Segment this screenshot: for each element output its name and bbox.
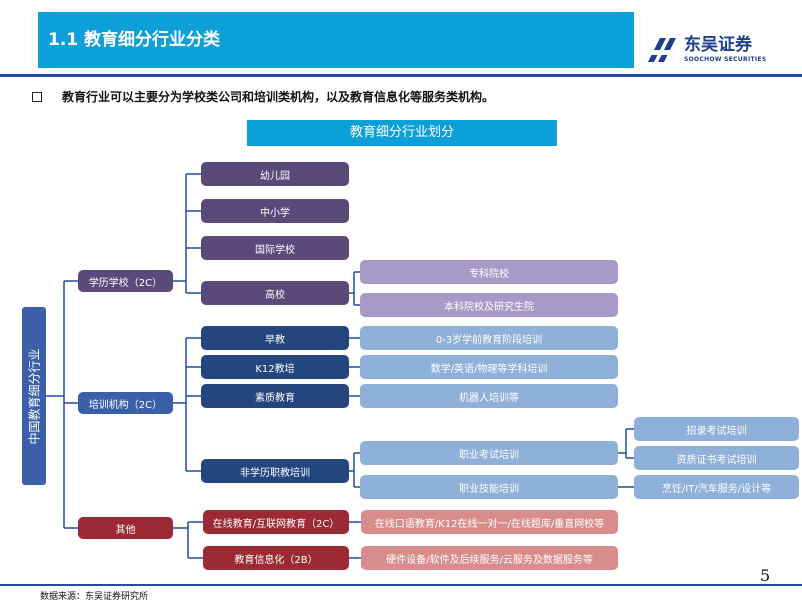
node-school: 学历学校（2C）: [78, 270, 173, 292]
node-quality-education: 素质教育: [201, 384, 349, 408]
node-training: 培训机构（2C）: [78, 392, 173, 414]
footer-source: 数据来源：东吴证券研究所: [40, 592, 149, 602]
node-robotics-training: 机器人培训等: [360, 384, 618, 408]
header-bar: [38, 12, 634, 68]
root-node: 中国教育细分行业: [22, 307, 46, 485]
company-logo: 东吴证券 SOOCHOW SECURITIES: [646, 34, 796, 68]
node-k12-school: 中小学: [201, 199, 349, 223]
node-university: 高校: [201, 281, 349, 305]
logo-en-text: SOOCHOW SECURITIES: [684, 56, 767, 63]
node-vocational-exam: 职业考试培训: [360, 441, 618, 465]
node-preschool-training: 0-3岁学前教育阶段培训: [360, 326, 618, 350]
node-vocational-training: 非学历职教培训: [201, 459, 349, 483]
node-recruitment-exam: 招录考试培训: [634, 417, 799, 441]
node-it-examples: 硬件设备/软件及后续服务/云服务及数据服务等: [361, 546, 618, 570]
header-divider: [0, 74, 802, 77]
node-other: 其他: [78, 517, 173, 539]
node-education-it: 教育信息化（2B）: [203, 546, 349, 570]
node-vocational-skills: 职业技能培训: [360, 475, 618, 499]
node-subject-training: 数学/英语/物理等学科培训: [360, 355, 618, 379]
bullet-text: 教育行业可以主要分为学校类公司和培训类机构，以及教育信息化等服务类机构。: [62, 90, 495, 104]
node-online-examples: 在线口语教育/K12在线一对一/在线题库/垂直网校等: [361, 510, 618, 534]
diagram-title: 教育细分行业划分: [247, 120, 557, 146]
node-international-school: 国际学校: [201, 236, 349, 260]
node-early-education: 早教: [201, 326, 349, 350]
root-label: 中国教育细分行业: [27, 347, 42, 445]
node-junior-college: 专科院校: [360, 260, 618, 284]
page-title: 1.1 教育细分行业分类: [48, 30, 221, 50]
node-skills-examples: 烹饪/IT/汽车服务/设计等: [634, 475, 799, 499]
page-number: 5: [760, 566, 771, 585]
checkbox-bullet-icon: [32, 92, 42, 102]
footer-divider: [0, 584, 802, 586]
logo-cn-text: 东吴证券: [684, 35, 752, 55]
soochow-logo-icon: [648, 38, 676, 62]
node-kindergarten: 幼儿园: [201, 162, 349, 186]
node-online-education: 在线教育/互联网教育（2C）: [203, 510, 349, 534]
node-undergrad-grad: 本科院校及研究生院: [360, 293, 618, 317]
node-k12-training: K12教培: [201, 355, 349, 379]
node-certificate-exam: 资质证书考试培训: [634, 446, 799, 470]
